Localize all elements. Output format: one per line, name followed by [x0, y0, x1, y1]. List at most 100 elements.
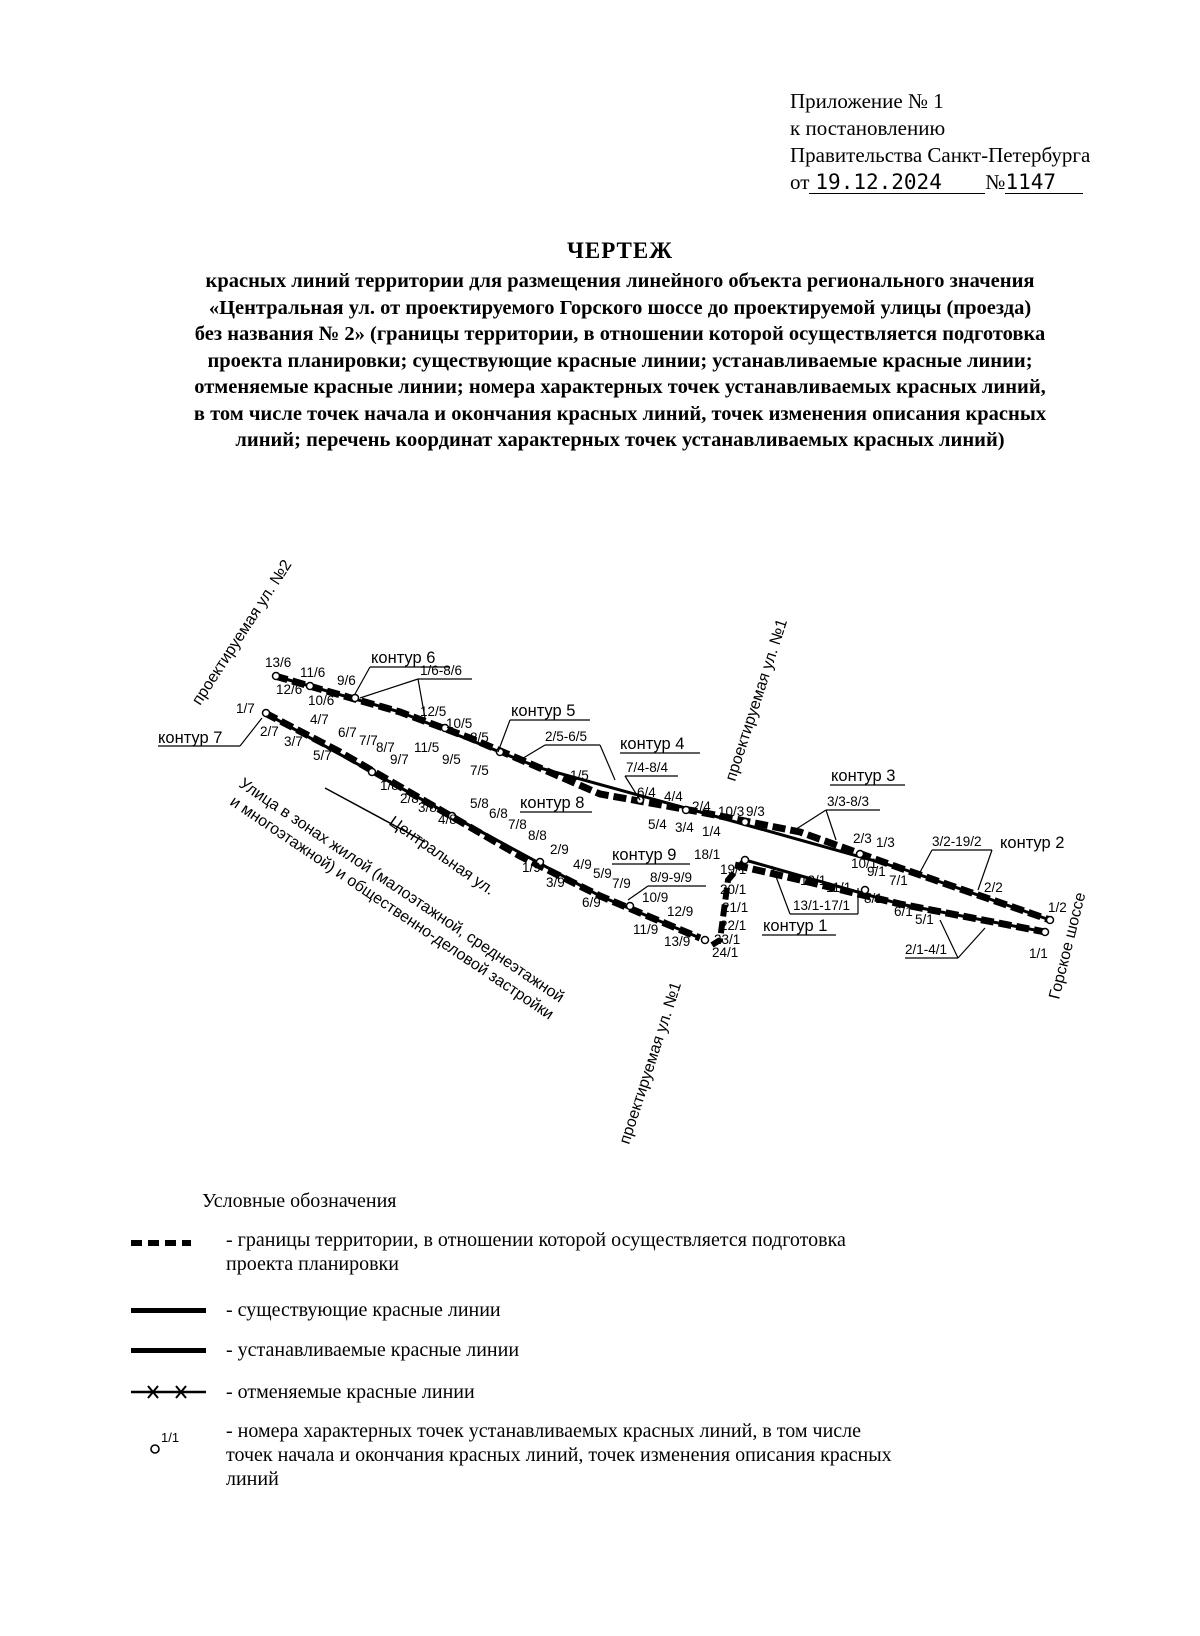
contour-8-label: контур 8 [520, 794, 584, 812]
decree-number: 1147 [1005, 171, 1084, 194]
point-marker [740, 855, 750, 865]
point-label: 3/4 [675, 820, 694, 835]
leader-c9-a [627, 885, 649, 901]
point-marker [440, 723, 450, 733]
contour-5-label: контур 5 [511, 702, 575, 720]
title-heading: ЧЕРТЕЖ [567, 238, 673, 263]
point-label: 3/7 [284, 734, 303, 749]
point-marker [1040, 927, 1050, 937]
point-label: 11/5 [414, 740, 439, 755]
title-line-3: без названия № 2» (границы территории, в… [194, 323, 1046, 345]
point-label: 12/1 [800, 873, 826, 888]
red-line-south-east [744, 858, 1046, 934]
point-marker [447, 811, 457, 821]
leader-c1b-a [957, 927, 986, 959]
legend-text-established: - устанавливаемые красные линии [226, 1339, 520, 1361]
point-label: 1/7 [236, 701, 255, 716]
point-marker [350, 693, 360, 703]
red-line-north [274, 674, 1051, 922]
contour-2-label: контур 2 [1000, 834, 1064, 852]
leader-c1a-a [771, 865, 791, 915]
point-label: 4/4 [664, 789, 683, 804]
point-marker [535, 857, 545, 867]
appendix-line-2: к постановлению [790, 116, 946, 140]
from-prefix: от [790, 170, 810, 194]
point-marker [1045, 915, 1055, 925]
legend-title: Условные обозначения [202, 1190, 397, 1212]
legend-point-sample: 1/1 [161, 1431, 179, 1445]
point-label: 1/4 [702, 824, 721, 839]
legend-symbol-solid [131, 1308, 206, 1313]
leader-lines [158, 666, 993, 959]
point-label: 6/8 [489, 806, 508, 821]
point-label: 6/9 [582, 895, 601, 910]
point-label: 13/6 [265, 655, 291, 670]
title-line-5: отменяемые красные линии; номера характе… [194, 376, 1046, 398]
point-label: 5/1 [915, 912, 934, 927]
point-label: 10/5 [446, 716, 472, 731]
point-label: 2/7 [260, 724, 279, 739]
point-label: 2/4 [692, 799, 711, 814]
leader-c3-b [825, 809, 837, 841]
leader-c5-b [599, 744, 616, 781]
point-label: 10/1 [851, 856, 877, 871]
point-label: 11/1 [826, 880, 851, 895]
legend-text-boundary: - границы территории, в отношении которо… [226, 1229, 846, 1275]
contour-9-label: контур 9 [612, 846, 676, 864]
characteristic-points [261, 671, 1055, 945]
point-marker [860, 885, 870, 895]
point-label: 8/5 [470, 730, 489, 745]
point-label: 9/5 [442, 752, 461, 767]
legend-text-existing: - существующие красные линии [226, 1299, 501, 1321]
point-label: 2/2 [984, 880, 1003, 895]
point-label: 1/8 [380, 778, 399, 793]
decree-date: 19.12.2024 [809, 171, 986, 194]
leader-c6-a [359, 678, 419, 699]
point-label: 11/6 [300, 665, 325, 680]
leader-c4-a [624, 775, 641, 801]
contour-3-label: контур 3 [831, 767, 895, 785]
point-label: 5/9 [593, 866, 612, 881]
legend-symbol-solid-thick [131, 1348, 206, 1353]
point-label: 1/3 [876, 835, 895, 850]
point-label: 1/2 [1048, 900, 1067, 915]
point-label: 6/4 [637, 785, 656, 800]
point-label: 5/4 [648, 817, 667, 832]
point-label: 4/9 [573, 857, 592, 872]
point-label: 1/1 [1029, 946, 1048, 961]
number-prefix: № [985, 170, 1006, 194]
appendix-line-3: Правительства Санкт-Петербурга [790, 143, 1091, 167]
point-label: 5/7 [313, 748, 332, 763]
point-label: 9/3 [746, 804, 765, 819]
point-label: 2/8 [400, 791, 419, 806]
leader-c6-b [417, 678, 426, 719]
street-proj1-top: проектируемая ул. №1 [723, 617, 791, 783]
point-marker [495, 747, 505, 757]
point-label: 5/8 [470, 796, 489, 811]
legend-symbol-point: 1/1 [150, 1431, 179, 1454]
title-line-1: красных линий территории для размещения … [205, 270, 1035, 292]
leader-label-c1b: 2/1-4/1 [905, 942, 947, 957]
title-line-4: проекта планировки; существующие красные… [207, 349, 1033, 372]
point-marker [271, 671, 281, 681]
point-label: 18/1 [694, 847, 720, 862]
leader-c1b-b [939, 919, 959, 959]
leader-c2-a [917, 849, 933, 877]
point-label: 8/1 [864, 891, 883, 906]
point-label: 8/8 [528, 828, 547, 843]
point-label: 4/7 [310, 712, 329, 727]
contour-7-label: контур 7 [158, 729, 222, 747]
point-marker [261, 708, 271, 718]
point-label: 23/1 [714, 932, 740, 947]
contour-1-label: контур 1 [763, 917, 827, 935]
point-label: 13/9 [664, 934, 690, 949]
leader-label-c5: 2/5-6/5 [545, 729, 587, 744]
appendix-header: Приложение № 1 к постановлению Правитель… [790, 88, 1130, 196]
point-label: 2/3 [853, 831, 872, 846]
legend-text-points: - номера характерных точек устанавливаем… [226, 1420, 892, 1490]
point-label: 9/7 [390, 752, 409, 767]
point-label: 9/6 [337, 673, 356, 688]
point-label: 11/9 [633, 922, 658, 937]
point-label: 22/1 [720, 918, 746, 933]
